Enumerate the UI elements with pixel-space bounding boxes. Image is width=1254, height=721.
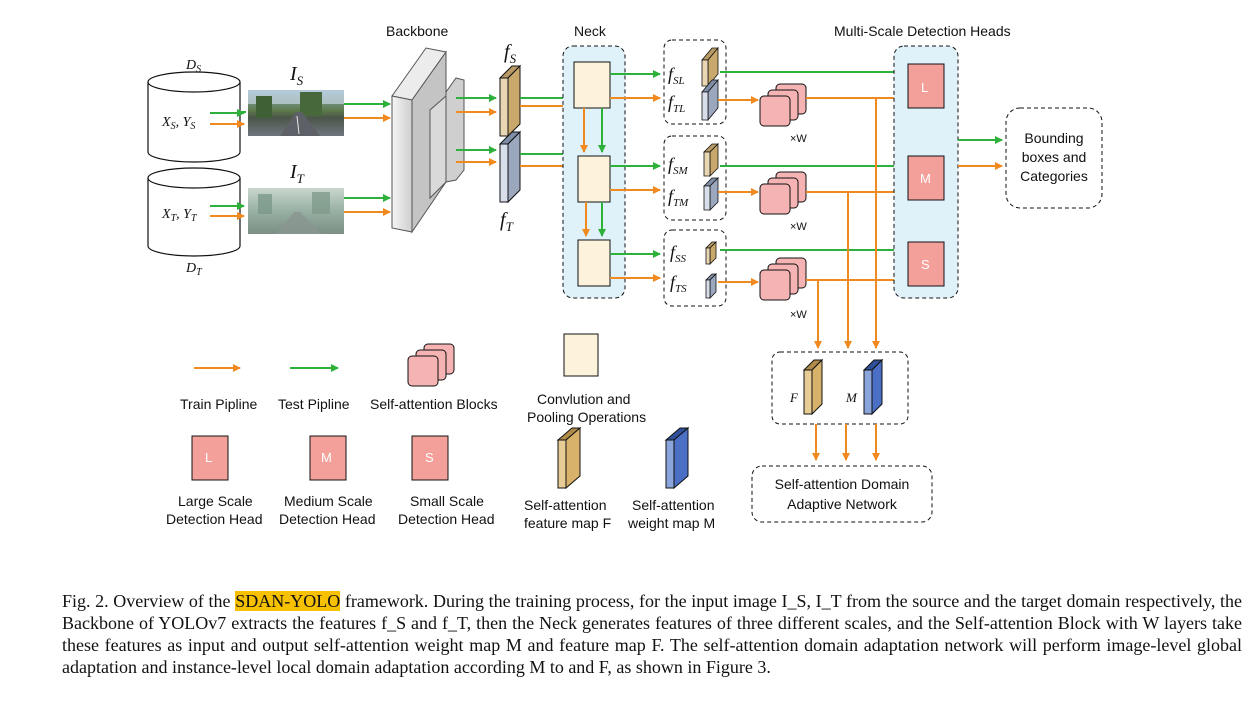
svg-text:IS: IS bbox=[289, 63, 304, 88]
svg-text:Medium Scale: Medium Scale bbox=[284, 493, 373, 509]
svg-text:boxes and: boxes and bbox=[1022, 149, 1087, 165]
svg-text:Small Scale: Small Scale bbox=[410, 493, 484, 509]
legend-test-label: Test Pipline bbox=[278, 396, 350, 412]
svg-text:S: S bbox=[921, 257, 930, 272]
svg-text:×W: ×W bbox=[790, 221, 807, 233]
target-data-label: XT, YT bbox=[161, 207, 198, 224]
backbone-label: Backbone bbox=[386, 23, 448, 39]
source-domain-label: DS bbox=[185, 58, 201, 75]
source-image: IS bbox=[248, 63, 344, 136]
feature-group-large: fSL fTL bbox=[663, 39, 727, 125]
svg-text:Detection Head: Detection Head bbox=[398, 511, 495, 527]
feature-source-map bbox=[498, 64, 522, 138]
svg-text:Pooling Operations: Pooling Operations bbox=[527, 409, 646, 425]
sadan-box: Self-attention Domain Adaptive Network bbox=[751, 465, 933, 523]
sa-blocks-medium: ×W bbox=[759, 171, 807, 233]
feature-target-label: fT bbox=[500, 209, 514, 234]
legend-sa-label: Self-attention Blocks bbox=[370, 396, 498, 412]
neck-conv-2 bbox=[577, 155, 611, 203]
svg-text:L: L bbox=[921, 80, 928, 95]
feature-group-medium: fSM fTM bbox=[663, 135, 727, 221]
svg-text:F: F bbox=[789, 390, 799, 405]
feature-source-label: fS bbox=[504, 41, 517, 66]
target-dataset-cylinder: XT, YT DT bbox=[147, 167, 241, 278]
svg-text:Convlution and: Convlution and bbox=[537, 391, 630, 407]
feature-group-small: fSS fTS bbox=[663, 229, 727, 307]
svg-text:feature map F: feature map F bbox=[524, 515, 611, 531]
svg-text:IT: IT bbox=[289, 161, 305, 186]
framework-diagram: DS XS, YS XT, YT DT IS IT Backbone bbox=[147, 23, 1103, 531]
svg-text:Categories: Categories bbox=[1020, 168, 1088, 184]
svg-text:Bounding: Bounding bbox=[1024, 130, 1083, 146]
svg-text:S: S bbox=[425, 450, 434, 465]
feature-target-map bbox=[498, 130, 522, 204]
caption-highlight: SDAN-YOLO bbox=[235, 591, 341, 611]
figure-caption: Fig. 2. Overview of the SDAN-YOLO framew… bbox=[62, 591, 1243, 677]
neck-label: Neck bbox=[574, 23, 607, 39]
svg-text:Detection Head: Detection Head bbox=[166, 511, 263, 527]
svg-text:L: L bbox=[205, 450, 212, 465]
head-medium: M bbox=[907, 155, 945, 201]
svg-text:Self-attention Domain: Self-attention Domain bbox=[775, 476, 910, 492]
svg-text:Adaptive Network: Adaptive Network bbox=[787, 496, 898, 512]
svg-text:×W: ×W bbox=[790, 309, 807, 321]
svg-text:M: M bbox=[321, 450, 332, 465]
svg-text:M: M bbox=[845, 390, 858, 405]
sa-blocks-large: ×W bbox=[759, 83, 807, 145]
legend: Train Pipline Test Pipline Self-attentio… bbox=[166, 333, 715, 531]
heads-label: Multi-Scale Detection Heads bbox=[834, 23, 1011, 39]
head-large: L bbox=[907, 63, 945, 109]
backbone-block bbox=[391, 47, 465, 234]
svg-text:Self-attention: Self-attention bbox=[632, 497, 715, 513]
svg-text:Large Scale: Large Scale bbox=[178, 493, 253, 509]
svg-text:M: M bbox=[920, 171, 931, 186]
svg-text:×W: ×W bbox=[790, 133, 807, 145]
output-box: Bounding boxes and Categories bbox=[1005, 107, 1103, 209]
head-small: S bbox=[907, 241, 945, 287]
neck-conv-1 bbox=[573, 61, 611, 109]
svg-text:Detection Head: Detection Head bbox=[279, 511, 376, 527]
target-domain-label: DT bbox=[185, 261, 203, 278]
legend-train-label: Train Pipline bbox=[180, 396, 258, 412]
neck-conv-3 bbox=[577, 239, 611, 287]
sa-blocks-small: ×W bbox=[759, 257, 807, 321]
source-data-label: XS, YS bbox=[161, 115, 195, 132]
svg-text:weight map M: weight map M bbox=[627, 515, 715, 531]
target-image: IT bbox=[248, 161, 344, 234]
source-dataset-cylinder: DS XS, YS bbox=[147, 58, 241, 163]
svg-text:Self-attention: Self-attention bbox=[524, 497, 607, 513]
attention-maps-box: F M bbox=[771, 351, 909, 425]
